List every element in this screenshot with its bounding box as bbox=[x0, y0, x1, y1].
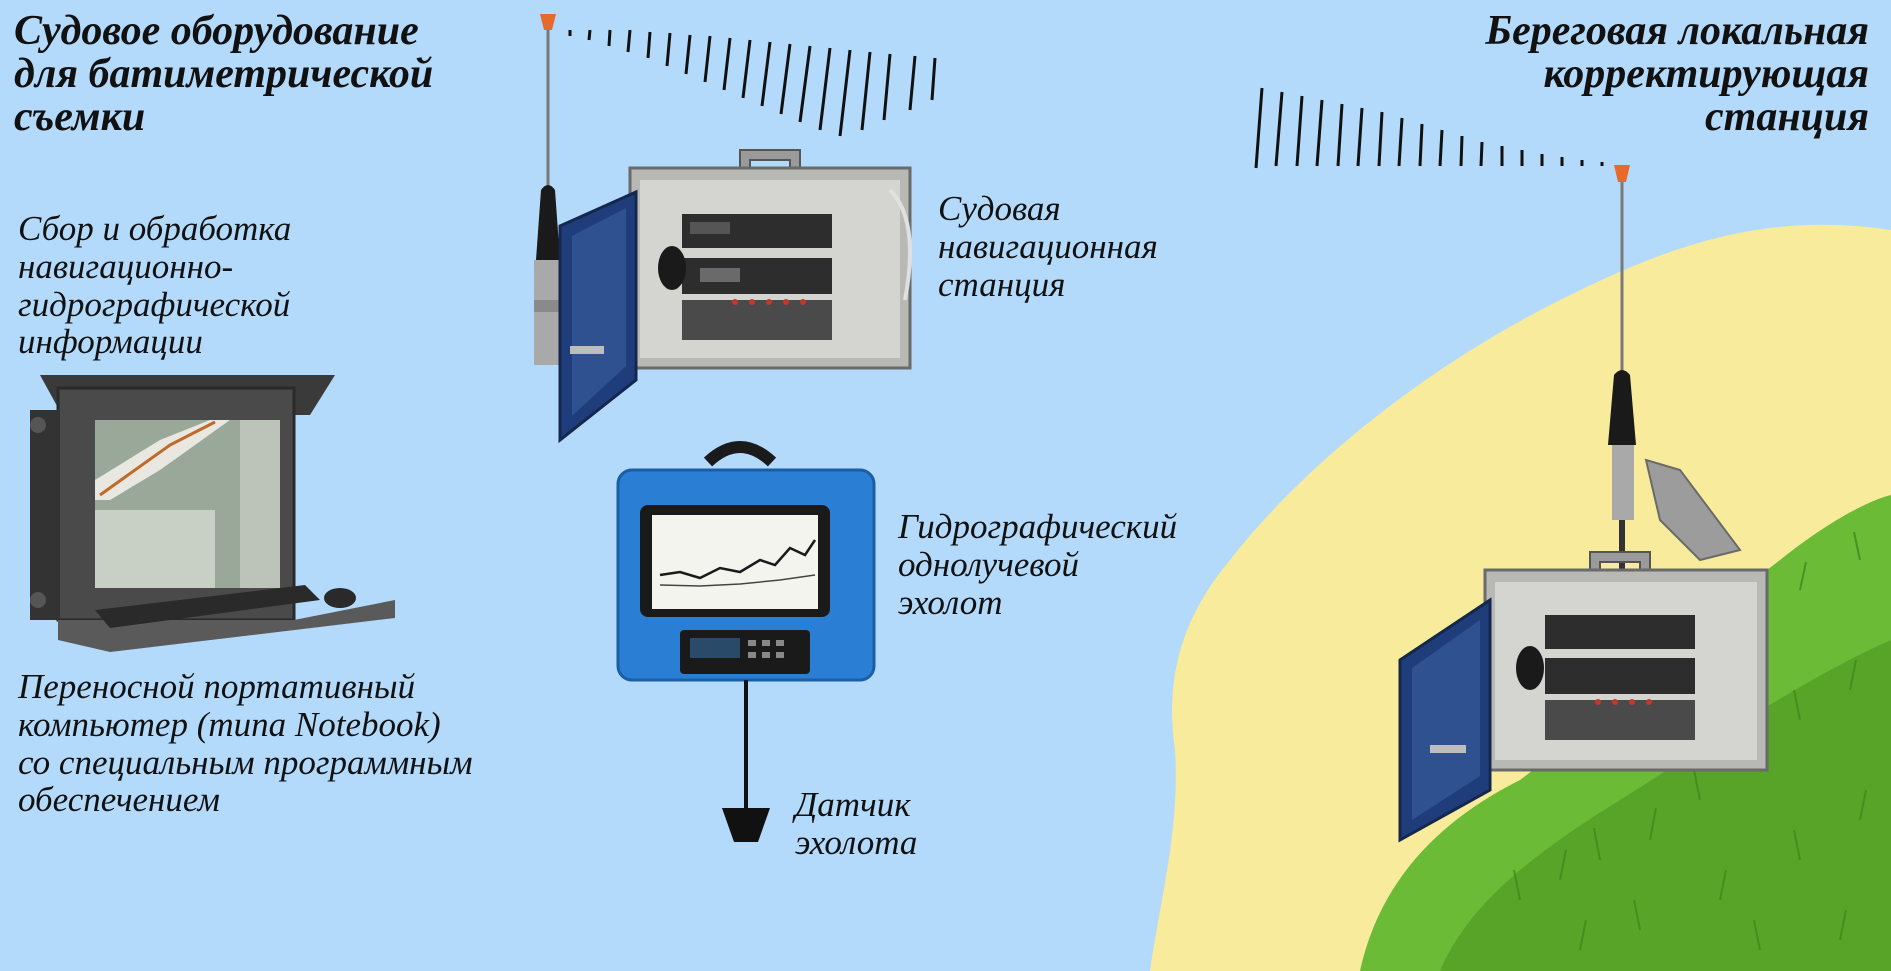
echo-sounder-icon bbox=[616, 441, 876, 682]
navigation-station-icon bbox=[558, 149, 912, 444]
heading-shore-station: Береговая локальная корректирующая станц… bbox=[1485, 8, 1869, 140]
label-transducer: Датчик эхолота bbox=[795, 785, 918, 862]
heading-ship-equipment: Судовое оборудование для батиметрической… bbox=[14, 8, 434, 140]
label-laptop: Переносной портативный компьютер (типа N… bbox=[18, 667, 473, 820]
radio-wave-icon bbox=[568, 29, 937, 137]
label-echo-sounder: Гидрографический однолучевой эхолот bbox=[898, 507, 1178, 622]
antenna-icon bbox=[534, 14, 562, 365]
radio-wave-icon bbox=[1254, 87, 1604, 169]
antenna-icon bbox=[1608, 165, 1742, 575]
laptop-icon bbox=[30, 375, 395, 652]
transducer-icon bbox=[722, 808, 770, 842]
label-ship-station: Судовая навигационная станция bbox=[938, 189, 1158, 304]
navigation-station-icon bbox=[1398, 551, 1769, 843]
label-data-processing: Сбор и обработка навигационно- гидрограф… bbox=[18, 209, 292, 362]
